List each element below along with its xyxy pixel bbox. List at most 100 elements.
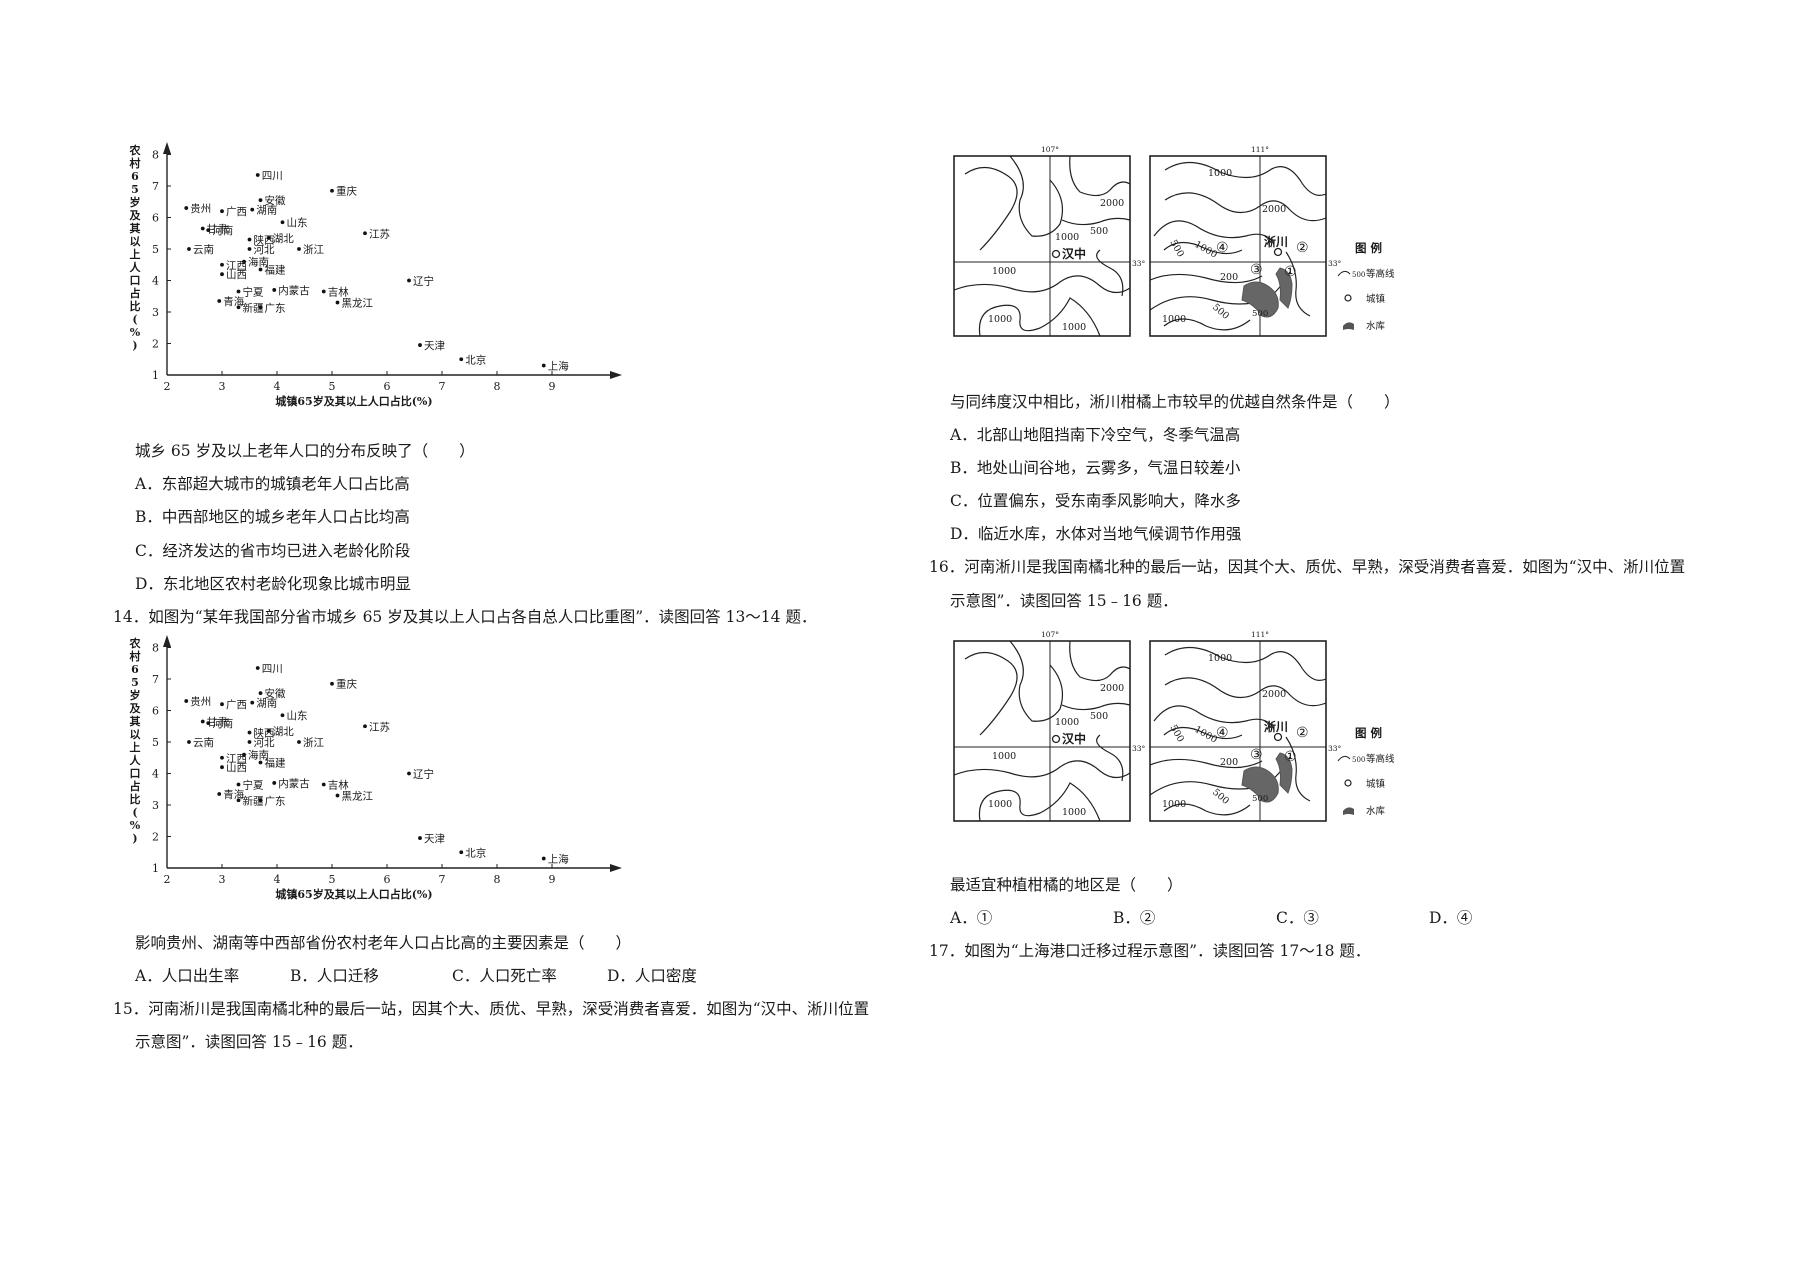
legend-town-label: 城镇 bbox=[1366, 778, 1386, 790]
data-point bbox=[321, 782, 326, 787]
data-point bbox=[242, 259, 246, 264]
contour-label: 1000 bbox=[992, 266, 1016, 277]
contour-line bbox=[1164, 646, 1327, 681]
map-frame-left bbox=[953, 640, 1131, 822]
y-axis-label-char: ( bbox=[132, 313, 137, 326]
contour-label: 1000 bbox=[1062, 807, 1086, 818]
data-point bbox=[418, 343, 422, 347]
data-point bbox=[184, 699, 189, 703]
data-point-label: 湖北 bbox=[273, 233, 294, 245]
q15-intro-line1: 15．河南淅川是我国南橘北种的最后一站，因其个大、质优、早熟，深受消费者喜爱．如… bbox=[113, 1000, 870, 1018]
data-point bbox=[459, 850, 464, 855]
contour-label: 1000 bbox=[1055, 717, 1079, 728]
data-point-label: 甘肃 bbox=[207, 716, 228, 729]
data-point bbox=[258, 267, 263, 272]
data-point-label: 云南 bbox=[193, 736, 214, 749]
legend-town-label: 城镇 bbox=[1366, 293, 1386, 305]
data-point bbox=[255, 666, 260, 670]
data-point bbox=[220, 755, 224, 760]
data-point-label: 河南 bbox=[212, 717, 233, 730]
data-point bbox=[541, 363, 546, 368]
data-point bbox=[330, 681, 334, 686]
data-point bbox=[247, 740, 252, 744]
data-point-label: 贵州 bbox=[190, 202, 211, 215]
data-point bbox=[258, 760, 263, 765]
legend-contour-sample: 500 bbox=[1352, 756, 1365, 764]
contour-label: 1000 bbox=[1062, 322, 1086, 333]
y-tick-label: 1 bbox=[152, 369, 159, 382]
data-point-label: 江苏 bbox=[369, 227, 390, 240]
data-point bbox=[220, 765, 224, 770]
contour-label: 500 bbox=[1210, 302, 1231, 322]
data-point-label: 黑龙江 bbox=[342, 297, 374, 310]
data-point bbox=[236, 782, 241, 787]
reservoir bbox=[1241, 267, 1293, 318]
data-point-label: 广西 bbox=[226, 699, 247, 711]
contour-label: 1000 bbox=[1208, 168, 1232, 179]
data-point-label: 宁夏 bbox=[243, 286, 264, 299]
data-point-label: 天津 bbox=[424, 340, 445, 352]
contour-label: 1000 bbox=[1055, 232, 1079, 243]
y-axis-label-char: 5 bbox=[131, 676, 139, 689]
y-axis-arrow bbox=[163, 142, 171, 154]
q15-intro-line2: 示意图”．读图回答 15﹣16 题． bbox=[135, 1033, 363, 1051]
contour-label: 1000 bbox=[1162, 314, 1186, 325]
data-point bbox=[363, 724, 367, 729]
data-point-label: 吉林 bbox=[328, 286, 349, 299]
contour-label: 200 bbox=[1220, 272, 1238, 283]
data-point bbox=[220, 262, 224, 267]
y-axis-label-char: 村 bbox=[130, 649, 141, 663]
data-point-label: 北京 bbox=[465, 846, 486, 859]
y-axis-label-char: % bbox=[130, 326, 141, 339]
y-axis-label-char: 农 bbox=[129, 143, 141, 157]
contour-line bbox=[964, 166, 1018, 251]
y-tick-label: 3 bbox=[152, 799, 159, 812]
y-axis-label-char: 其 bbox=[130, 221, 141, 235]
data-point-label: 广东 bbox=[265, 794, 286, 807]
x-tick-label: 9 bbox=[549, 873, 556, 886]
contour-line bbox=[1164, 161, 1327, 196]
y-axis-label-char: 上 bbox=[130, 740, 141, 754]
contour-line bbox=[953, 275, 1131, 294]
q16-option-a: A．① bbox=[950, 909, 993, 927]
data-point bbox=[255, 173, 260, 177]
y-tick-label: 8 bbox=[152, 642, 159, 655]
data-point bbox=[247, 237, 252, 242]
y-tick-label: 3 bbox=[152, 306, 159, 319]
q13-option-d: D．东北地区农村老龄化现象比城市明显 bbox=[135, 575, 411, 593]
contour-label: 1000 bbox=[988, 799, 1012, 810]
marker-1: ① bbox=[1284, 264, 1297, 280]
y-tick-label: 2 bbox=[152, 338, 159, 351]
data-point-label: 上海 bbox=[548, 360, 569, 373]
y-axis-label-char: 占 bbox=[130, 779, 141, 793]
contour-label: 1000 bbox=[1208, 653, 1232, 664]
x-tick-label: 2 bbox=[164, 380, 171, 393]
data-point bbox=[236, 289, 241, 294]
data-point bbox=[407, 278, 411, 283]
y-tick-label: 2 bbox=[152, 831, 159, 844]
contour-line bbox=[1061, 217, 1131, 226]
q13-stem: 城乡 65 岁及以上老年人口的分布反映了（ ） bbox=[135, 442, 475, 460]
contour-label: 2000 bbox=[1262, 689, 1286, 700]
q14-option-d: D．人口密度 bbox=[607, 967, 697, 985]
data-point bbox=[258, 798, 263, 803]
data-point-label: 青海 bbox=[223, 295, 244, 308]
data-point bbox=[206, 228, 211, 232]
legend-reservoir-label: 水库 bbox=[1366, 805, 1386, 817]
y-tick-label: 5 bbox=[152, 736, 159, 749]
contour-line bbox=[1069, 640, 1131, 682]
data-point bbox=[297, 740, 301, 744]
data-point-label: 河北 bbox=[254, 244, 275, 256]
data-point-label: 宁夏 bbox=[243, 779, 264, 792]
data-point bbox=[297, 247, 301, 251]
y-tick-label: 1 bbox=[152, 862, 159, 875]
data-point-label: 重庆 bbox=[336, 678, 357, 691]
y-axis-label-char: 口 bbox=[130, 274, 141, 287]
y-axis-arrow bbox=[163, 635, 171, 647]
x-tick-label: 5 bbox=[329, 380, 336, 393]
contour-label: 500 bbox=[1090, 711, 1108, 722]
contour-line bbox=[1069, 155, 1131, 197]
